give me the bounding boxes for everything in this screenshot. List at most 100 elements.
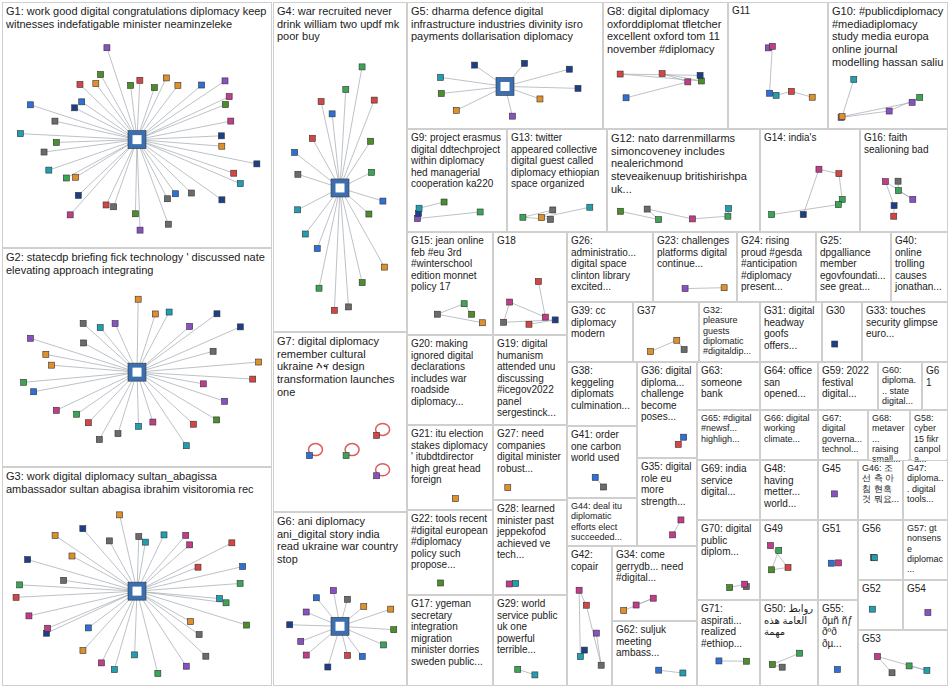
group-title: G70: digital public diplom...	[699, 522, 758, 559]
avatar-node	[237, 181, 243, 187]
hub-avatar	[331, 179, 349, 197]
avatar-node	[303, 609, 309, 615]
avatar-node	[17, 582, 23, 588]
avatar-node	[142, 539, 148, 545]
avatar-node	[477, 209, 483, 215]
avatar-node	[96, 436, 102, 442]
avatar-node	[163, 75, 169, 81]
group-box: G51	[818, 520, 858, 600]
group-title: G39: cc diplomacy modern	[569, 304, 631, 341]
tie-line	[137, 567, 243, 592]
avatar-node	[871, 555, 877, 561]
avatar-node	[313, 595, 319, 601]
avatar-node	[769, 567, 775, 573]
avatar-node	[325, 664, 331, 670]
tie-line	[137, 121, 231, 140]
group-box: G63: someone bank	[697, 362, 760, 410]
group-title: G28: learned minister past jeppekofod ac…	[495, 502, 565, 562]
hub-avatar-face	[501, 82, 510, 91]
avatar-node	[103, 202, 109, 208]
avatar-node	[128, 82, 134, 88]
tie-line	[137, 591, 247, 625]
group-title: G57: gt nonsense diplomac...	[905, 522, 946, 576]
avatar-node	[183, 443, 189, 449]
avatar-node	[871, 554, 877, 560]
avatar-node	[228, 118, 234, 124]
group-title: G47: diploma... digital tools...	[905, 462, 946, 505]
group-box: G30	[822, 302, 862, 362]
avatar-node	[111, 204, 117, 210]
avatar-node	[809, 94, 815, 100]
group-box: G56	[858, 520, 903, 580]
group-title: G64: office san opened...	[762, 364, 816, 401]
tie-line	[137, 372, 186, 446]
group-title: G48: having metter... world...	[762, 462, 816, 510]
group-title: G41: order one carbon world used	[569, 428, 635, 465]
avatar-node	[681, 434, 687, 440]
hub-avatar	[331, 617, 349, 635]
avatar-node	[73, 174, 79, 180]
avatar-node	[725, 213, 731, 219]
avatar-node	[836, 171, 842, 177]
avatar-node	[515, 666, 521, 672]
avatar-node	[617, 71, 623, 77]
avatar-node	[800, 212, 806, 218]
avatar-node	[219, 143, 225, 149]
group-box: G5: dharma defence digital infrastructur…	[407, 2, 603, 129]
group-box: G48: having metter... world...	[760, 460, 818, 520]
tie-line	[770, 46, 773, 93]
group-title: G1: work good digital congratulations di…	[4, 4, 270, 31]
avatar-node	[539, 215, 545, 221]
avatar-node	[98, 660, 104, 666]
tie-line	[30, 105, 137, 140]
group-title: G19: digital humanism attended unu discu…	[495, 337, 565, 420]
group-title: G25: dpgalliance member egovfoundati... …	[818, 234, 889, 294]
group-title: G14: india's	[762, 131, 858, 145]
avatar-node	[27, 335, 33, 341]
tie-line	[48, 591, 137, 628]
avatar-node	[190, 421, 196, 427]
group-title: G9: project erasmus digital ddtechprojec…	[409, 131, 505, 191]
group-box: G17: ygeman secretary integration migrat…	[407, 595, 493, 686]
tie-line	[692, 216, 727, 219]
avatar-node	[329, 111, 335, 117]
group-box: G34: come gerrydb... need #digital...	[612, 546, 697, 621]
avatar-node	[776, 547, 782, 553]
group-title: G15: jean online feb #eu 3rd #winterscho…	[409, 234, 491, 294]
group-title: G51	[820, 522, 856, 536]
avatar-node	[199, 82, 205, 88]
avatar-node	[287, 622, 293, 628]
avatar-node	[303, 652, 309, 658]
group-title: G8: digital diplomacy oxforddiplomat tfl…	[605, 4, 726, 57]
avatar-node	[222, 398, 228, 404]
avatar-node	[187, 619, 193, 625]
group-box: G7: digital diplomacy remember cultural …	[273, 332, 407, 512]
tie-line	[626, 82, 688, 98]
avatar-node	[670, 532, 676, 538]
group-title: G37	[635, 304, 697, 318]
avatar-node	[839, 114, 845, 120]
avatar-node	[910, 196, 916, 202]
avatar-node	[155, 670, 161, 676]
avatar-node	[416, 205, 422, 211]
avatar-node	[526, 321, 532, 327]
tie-line	[719, 660, 746, 661]
avatar-node	[53, 139, 59, 145]
tie-line	[44, 140, 137, 152]
avatar-node	[601, 484, 607, 490]
group-title: G7: digital diplomacy remember cultural …	[275, 334, 405, 399]
tie-line	[538, 281, 545, 317]
avatar-node	[917, 94, 923, 100]
avatar-node	[292, 149, 298, 155]
group-title: G63: someone bank	[699, 364, 758, 401]
avatar-node	[721, 285, 727, 291]
avatar-node	[388, 606, 394, 612]
avatar-node	[371, 97, 377, 103]
tie-line	[885, 182, 894, 206]
tie-line	[137, 105, 225, 140]
tie-line	[137, 543, 232, 591]
avatar-node	[26, 613, 32, 619]
avatar-node	[25, 557, 31, 563]
group-box: G29: world service public uk one powerfu…	[493, 595, 567, 686]
avatar-node	[535, 278, 541, 284]
